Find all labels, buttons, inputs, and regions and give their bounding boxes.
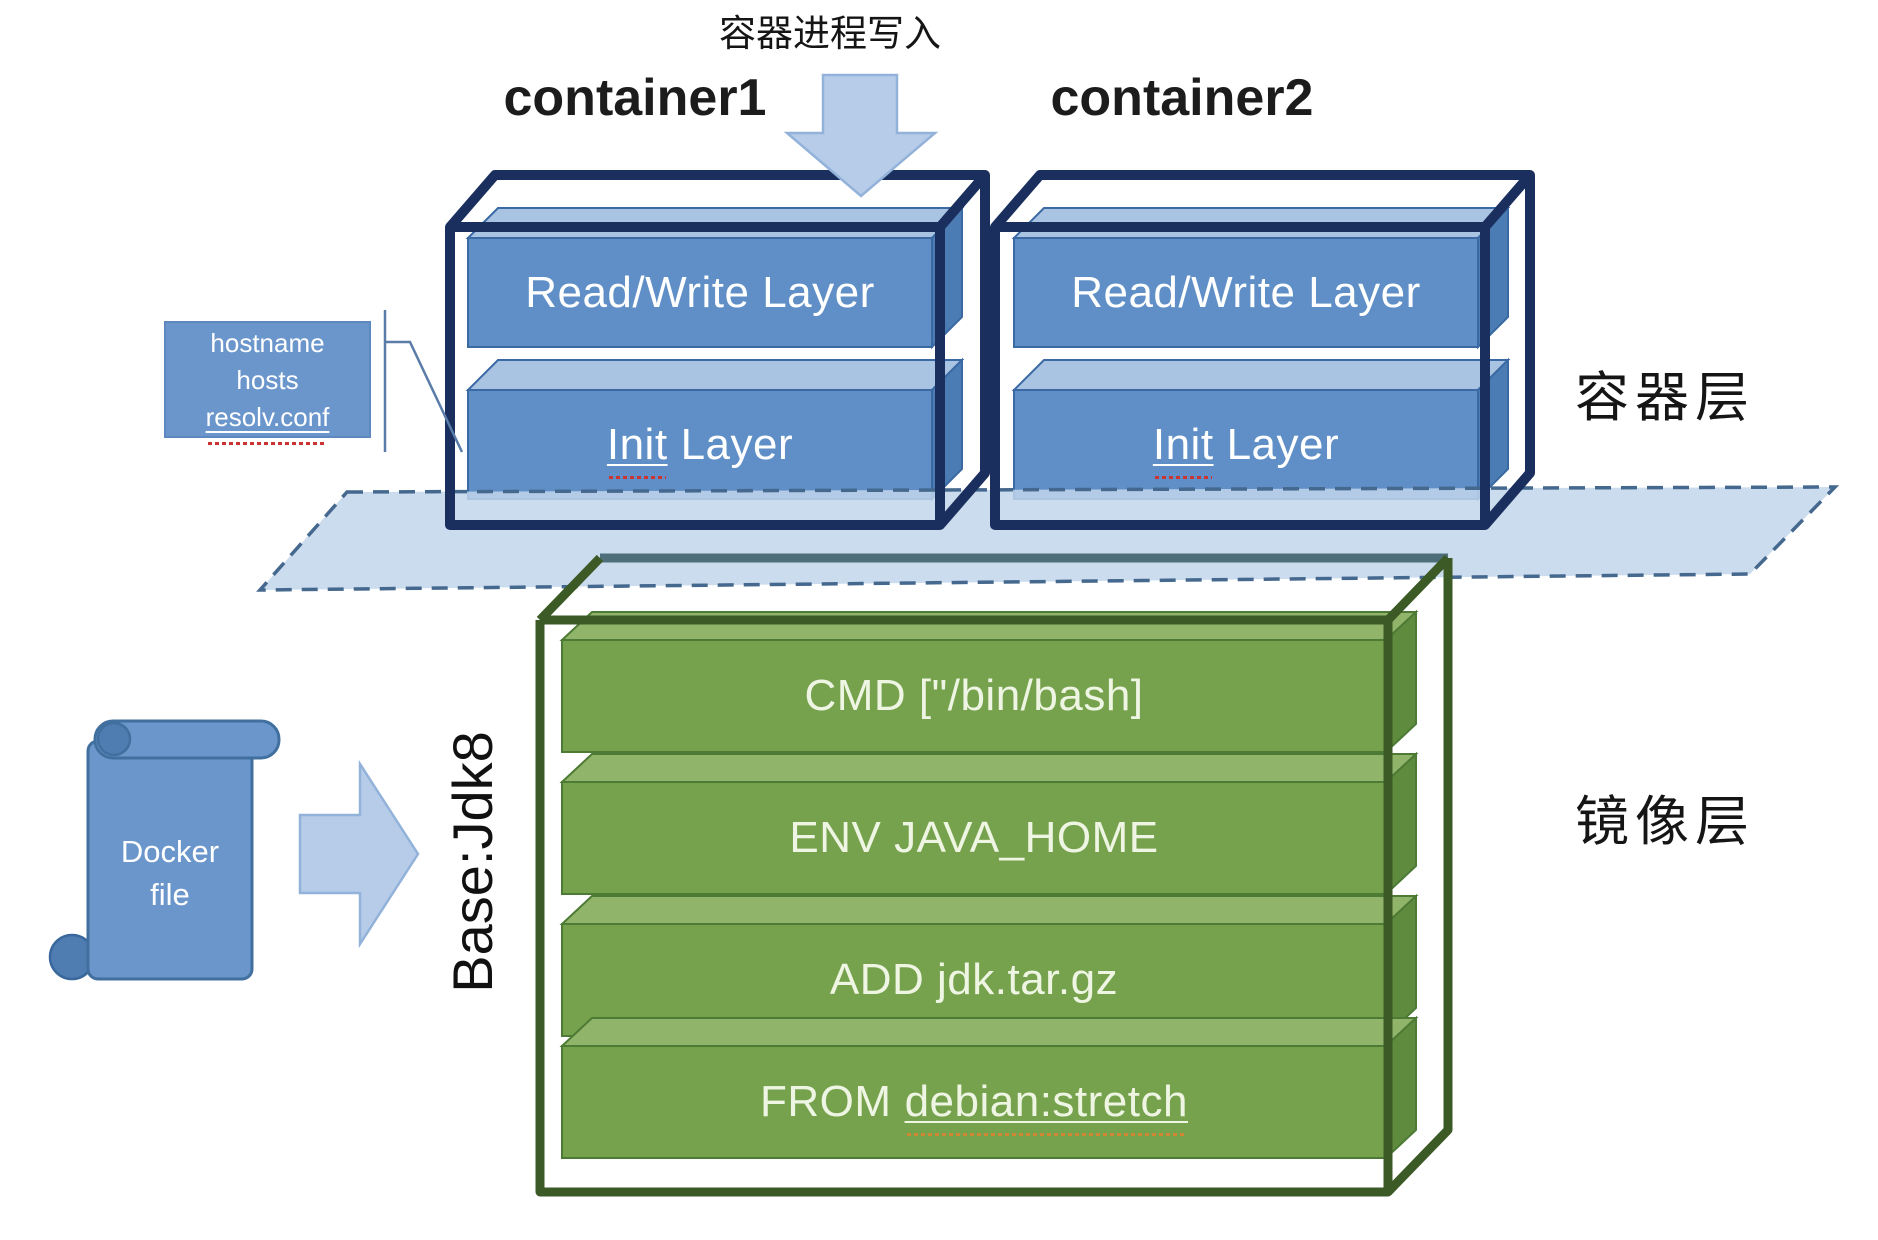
dockerfile-scroll-icon — [48, 719, 281, 981]
build-arrow-icon — [298, 759, 420, 949]
read-write-layer-label-1: Read/Write Layer — [525, 267, 875, 317]
container-layer-side-label: 容器层 — [1575, 367, 1755, 428]
container2-wireframe — [990, 170, 1535, 530]
init-layer-label-1: Init Layer — [468, 390, 932, 499]
hostname-line: hostname — [210, 327, 325, 358]
container2-label: container2 — [1050, 69, 1314, 127]
env-layer-label: ENV JAVA_HOME — [789, 813, 1159, 862]
add-layer-label: ADD jdk.tar.gz — [829, 955, 1119, 1004]
file-word: file — [150, 877, 190, 912]
layer-boundary-platform — [256, 485, 1840, 592]
init-word: Init — [1152, 419, 1214, 479]
init-word: Init — [606, 419, 668, 479]
container1-label: container1 — [503, 69, 767, 127]
hostname-box — [164, 321, 371, 438]
base-image-label: Base:Jdk8 — [440, 731, 504, 993]
cmd-layer-label: CMD ["/bin/bash] — [804, 671, 1144, 720]
init-layer-label-2: Init Layer — [1014, 390, 1478, 499]
layer-word: Layer — [1226, 419, 1340, 469]
resolv-conf-line: resolv.conf — [206, 399, 329, 445]
hostname-box-text: hostname hosts resolv.conf — [165, 326, 370, 445]
init-slab-2 — [1011, 357, 1511, 502]
image-layer-side-label: 镜像层 — [1575, 791, 1755, 852]
read-write-layer-label-2: Read/Write Layer — [1071, 267, 1421, 317]
from-image-name: debian:stretch — [904, 1077, 1188, 1136]
process-write-arrow-icon — [783, 73, 939, 198]
from-slab — [559, 1015, 1419, 1161]
layer-word: Layer — [680, 419, 794, 469]
container1-wireframe — [445, 170, 990, 530]
dockerfile-label: Docker file — [88, 828, 252, 918]
from-word: FROM — [760, 1077, 892, 1126]
read-write-slab-2 — [1011, 205, 1511, 350]
hosts-line: hosts — [236, 364, 299, 395]
docker-word: Docker — [120, 834, 220, 869]
env-slab — [559, 751, 1419, 897]
hostname-callout-line — [383, 310, 464, 453]
process-write-label: 容器进程写入 — [719, 14, 941, 55]
from-layer-label: FROM debian:stretch — [562, 1046, 1386, 1158]
image-wireframe — [535, 554, 1453, 1197]
